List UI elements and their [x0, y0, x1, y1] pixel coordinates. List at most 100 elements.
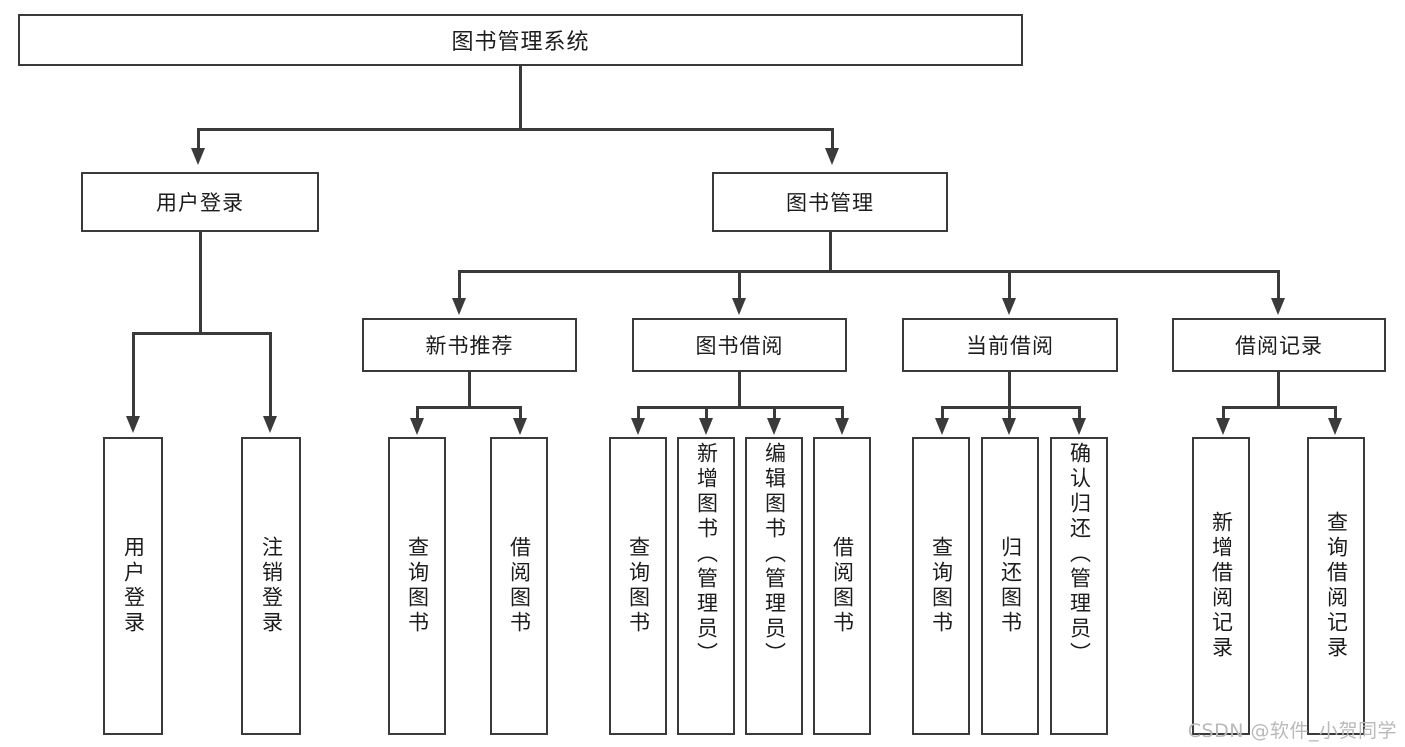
- leaf-add-book[interactable]: 新增图书（管理员）: [677, 437, 735, 735]
- node-current-borrow[interactable]: 当前借阅: [902, 318, 1118, 372]
- connector-user-login-bar: [132, 332, 271, 335]
- connector-new-book-drop-2: [519, 406, 522, 420]
- arrow-to-leaf-query-book-3: [935, 418, 949, 435]
- leaf-label: 用户登录: [121, 536, 146, 636]
- vertical-text-wrap: 归还图书: [983, 439, 1037, 733]
- connector-user-login-stem: [199, 232, 202, 334]
- node-label: 图书借阅: [695, 334, 784, 358]
- leaf-query-book-3[interactable]: 查询图书: [912, 437, 970, 735]
- connector-book-manage-stem: [829, 232, 832, 272]
- leaf-label: 查询图书: [405, 536, 430, 636]
- connector-user-login-drop-2: [269, 332, 272, 418]
- connector-book-manage-drop-2: [738, 270, 741, 300]
- leaf-borrow-book-2[interactable]: 借阅图书: [813, 437, 871, 735]
- leaf-query-record[interactable]: 查询借阅记录: [1307, 437, 1365, 735]
- leaf-label: 编辑图书（管理员）: [762, 442, 787, 667]
- connector-book-borrow-drop-4: [841, 406, 844, 420]
- arrow-to-leaf-edit-book: [767, 418, 781, 435]
- leaf-label: 借阅图书: [830, 536, 855, 636]
- connector-current-borrow-drop-2: [1008, 406, 1011, 420]
- connector-book-manage-bar: [458, 270, 1279, 273]
- arrow-to-book-borrow: [732, 298, 746, 315]
- connector-new-book-drop-1: [416, 406, 419, 420]
- leaf-add-record[interactable]: 新增借阅记录: [1192, 437, 1250, 735]
- node-book-management[interactable]: 图书管理: [712, 172, 948, 232]
- arrow-to-leaf-query-book-2: [631, 418, 645, 435]
- node-book-borrow[interactable]: 图书借阅: [632, 318, 847, 372]
- vertical-text-wrap: 借阅图书: [815, 439, 869, 733]
- connector-root-bar: [197, 128, 833, 131]
- leaf-label: 注销登录: [259, 536, 284, 636]
- node-borrow-record[interactable]: 借阅记录: [1172, 318, 1386, 372]
- node-label: 图书管理: [786, 191, 874, 215]
- node-label: 借阅记录: [1235, 334, 1323, 358]
- vertical-text-wrap: 借阅图书: [492, 439, 546, 733]
- connector-current-borrow-stem: [1008, 372, 1011, 408]
- connector-book-manage-drop-3: [1008, 270, 1011, 300]
- connector-book-manage-drop-1: [458, 270, 461, 300]
- leaf-label: 查询图书: [626, 536, 651, 636]
- connector-book-borrow-drop-2: [705, 406, 708, 420]
- vertical-text-wrap: 用户登录: [105, 439, 161, 733]
- connector-book-borrow-stem: [738, 372, 741, 408]
- connector-borrow-record-drop-1: [1222, 406, 1225, 420]
- arrow-to-current-borrow: [1002, 298, 1016, 315]
- arrow-to-leaf-add-book: [699, 418, 713, 435]
- arrow-to-leaf-query-book-1: [410, 418, 424, 435]
- connector-root-to-user-login: [197, 128, 200, 150]
- leaf-borrow-book-1[interactable]: 借阅图书: [490, 437, 548, 735]
- leaf-label: 查询借阅记录: [1324, 511, 1349, 661]
- connector-borrow-record-stem: [1277, 372, 1280, 408]
- connector-current-borrow-bar: [941, 406, 1080, 409]
- arrow-to-leaf-user-login: [126, 416, 140, 433]
- node-root-book-management-system[interactable]: 图书管理系统: [18, 14, 1023, 66]
- node-new-book-recommend[interactable]: 新书推荐: [362, 318, 577, 372]
- connector-borrow-record-drop-2: [1334, 406, 1337, 420]
- vertical-text-wrap: 编辑图书（管理员）: [747, 436, 801, 736]
- arrow-root-to-user-login: [191, 148, 205, 165]
- connector-root-to-book-manage: [831, 128, 834, 150]
- arrow-to-new-book-recommend: [452, 298, 466, 315]
- connector-book-borrow-drop-3: [773, 406, 776, 420]
- vertical-text-wrap: 确认归还（管理员）: [1052, 436, 1106, 736]
- leaf-label: 确认归还（管理员）: [1067, 442, 1092, 667]
- arrow-to-leaf-return-book: [1002, 418, 1016, 435]
- leaf-return-book[interactable]: 归还图书: [981, 437, 1039, 735]
- arrow-root-to-book-manage: [825, 148, 839, 165]
- connector-new-book-bar: [416, 406, 521, 409]
- vertical-text-wrap: 查询图书: [611, 439, 665, 733]
- arrow-to-leaf-borrow-book-2: [835, 418, 849, 435]
- vertical-text-wrap: 注销登录: [243, 439, 299, 733]
- leaf-edit-book[interactable]: 编辑图书（管理员）: [745, 437, 803, 735]
- leaf-label: 查询图书: [929, 536, 954, 636]
- connector-current-borrow-drop-3: [1078, 406, 1081, 420]
- leaf-label: 借阅图书: [507, 536, 532, 636]
- connector-book-manage-drop-4: [1277, 270, 1280, 300]
- node-label: 图书管理系统: [451, 30, 590, 55]
- leaf-query-book-1[interactable]: 查询图书: [388, 437, 446, 735]
- node-user-login[interactable]: 用户登录: [81, 172, 319, 232]
- node-label: 新书推荐: [425, 334, 514, 358]
- vertical-text-wrap: 查询图书: [390, 439, 444, 733]
- leaf-label: 归还图书: [998, 536, 1023, 636]
- connector-book-borrow-bar: [637, 406, 841, 409]
- connector-root-stem: [519, 66, 522, 130]
- vertical-text-wrap: 查询借阅记录: [1309, 439, 1363, 733]
- vertical-text-wrap: 查询图书: [914, 439, 968, 733]
- arrow-to-borrow-record: [1271, 298, 1285, 315]
- leaf-logout-login[interactable]: 注销登录: [241, 437, 301, 735]
- vertical-text-wrap: 新增图书（管理员）: [679, 436, 733, 736]
- arrow-to-leaf-borrow-book-1: [513, 418, 527, 435]
- connector-current-borrow-drop-1: [941, 406, 944, 420]
- arrow-to-leaf-confirm-return: [1072, 418, 1086, 435]
- leaf-label: 新增图书（管理员）: [694, 442, 719, 667]
- leaf-confirm-return[interactable]: 确认归还（管理员）: [1050, 437, 1108, 735]
- leaf-user-login[interactable]: 用户登录: [103, 437, 163, 735]
- leaf-query-book-2[interactable]: 查询图书: [609, 437, 667, 735]
- arrow-to-leaf-query-record: [1328, 418, 1342, 435]
- connector-book-borrow-drop-1: [637, 406, 640, 420]
- connector-user-login-drop-1: [132, 332, 135, 418]
- connector-new-book-stem: [468, 372, 471, 408]
- arrow-to-leaf-add-record: [1216, 418, 1230, 435]
